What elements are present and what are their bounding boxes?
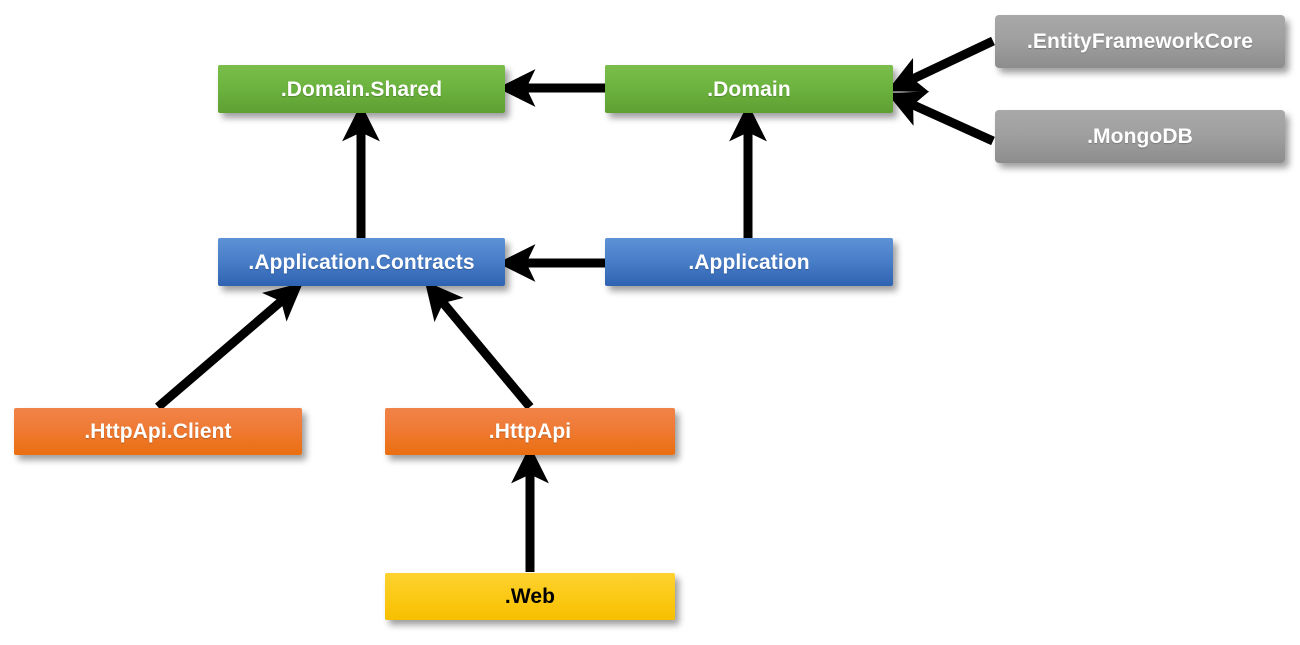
edge-httpapi-client-to-application-contracts (155, 282, 303, 411)
node-label-httpapi-client: .HttpApi.Client (84, 420, 232, 443)
node-mongodb[interactable]: .MongoDB (995, 110, 1285, 163)
node-httpapi-client[interactable]: .HttpApi.Client (14, 408, 302, 455)
node-httpapi[interactable]: .HttpApi (385, 408, 675, 455)
node-label-domain: .Domain (707, 77, 791, 101)
node-label-domain-shared: .Domain.Shared (280, 77, 443, 101)
node-application[interactable]: .Application (605, 238, 893, 286)
node-domain[interactable]: .Domain (605, 65, 893, 113)
node-application-contracts[interactable]: .Application.Contracts (218, 238, 505, 286)
node-label-httpapi: .HttpApi (488, 420, 572, 443)
edge-efcore-to-domain (886, 36, 995, 93)
node-domain-shared[interactable]: .Domain.Shared (218, 65, 505, 113)
node-label-entity-framework-core: .EntityFrameworkCore (1026, 30, 1254, 53)
edge-mongodb-to-domain (886, 91, 995, 146)
node-entity-framework-core[interactable]: .EntityFrameworkCore (995, 15, 1285, 68)
node-label-mongodb: .MongoDB (1087, 125, 1193, 148)
node-web[interactable]: .Web (385, 573, 675, 620)
edge-httpapi-to-application-contracts (424, 280, 534, 410)
node-label-application-contracts: .Application.Contracts (248, 250, 475, 274)
node-label-web: .Web (504, 585, 556, 608)
node-label-application: .Application (688, 250, 810, 274)
